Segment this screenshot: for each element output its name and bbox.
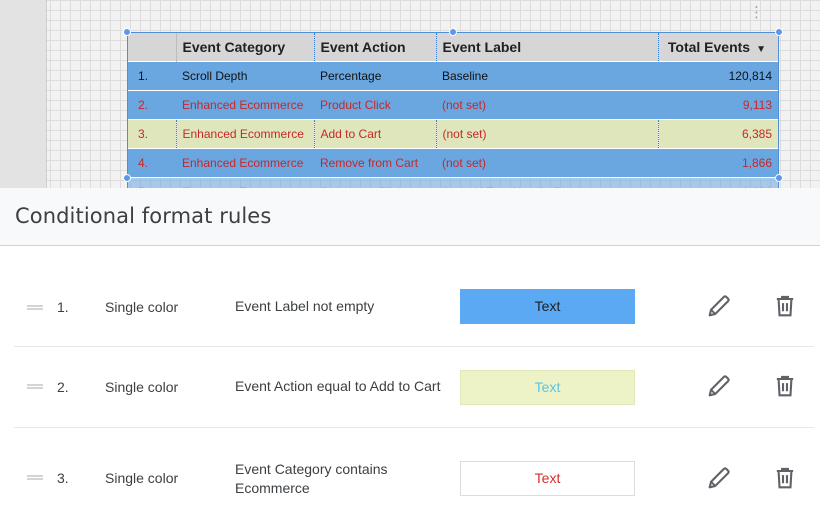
panel-title: Conditional format rules — [15, 204, 272, 228]
header-event-category[interactable]: Event Category — [176, 33, 315, 61]
cell-event-action: Percentage — [314, 60, 436, 90]
header-rownum — [128, 33, 177, 61]
cell-event-label: Baseline — [436, 60, 658, 90]
panel-header: Conditional format rules — [0, 188, 820, 246]
rule-number: 1. — [57, 299, 69, 315]
pencil-icon[interactable] — [705, 292, 733, 320]
table-row[interactable]: 3. Enhanced Ecommerce Add to Cart (not s… — [128, 118, 778, 148]
row-number: 5. — [128, 176, 176, 188]
row-number: 4. — [128, 147, 176, 177]
header-event-action[interactable]: Event Action — [314, 33, 437, 61]
cell-event-action: Remove from Cart — [314, 147, 436, 177]
sort-descending-icon[interactable]: ▼ — [756, 43, 766, 55]
pencil-icon[interactable] — [705, 372, 733, 400]
cell-event-action: Product Click — [314, 89, 436, 119]
resize-handle-top-left[interactable] — [123, 28, 131, 36]
rule-style-preview: Text — [460, 289, 635, 324]
rule-condition: Event Category contains Ecommerce — [235, 461, 388, 496]
resize-handle-top-right[interactable] — [775, 28, 783, 36]
report-canvas: ⋮ Event Category Event Action Event Labe… — [0, 0, 820, 188]
table-header-row: Event Category Event Action Event Label … — [128, 33, 778, 61]
cell-event-action: Add to Cart — [313, 118, 436, 148]
cell-event-label: (not set) — [436, 89, 658, 119]
cell-total-events: 120,814 — [658, 60, 778, 90]
table-row[interactable]: 5. Enhanced Ecommerce Quickview Click An… — [128, 176, 778, 188]
rule-style-preview: Text — [460, 370, 635, 405]
header-event-label[interactable]: Event Label — [436, 33, 659, 61]
cell-total-events: 1,320 — [658, 176, 778, 188]
cell-total-events: 1,866 — [658, 147, 778, 177]
cell-event-action: Quickview Click — [314, 176, 436, 188]
table-row[interactable]: 2. Enhanced Ecommerce Product Click (not… — [128, 89, 778, 119]
row-number: 1. — [128, 60, 176, 90]
resize-handle-top[interactable] — [449, 28, 457, 36]
trash-icon[interactable] — [771, 372, 799, 400]
cell-event-category: Enhanced Ecommerce — [176, 176, 314, 188]
rule-row-2[interactable]: 2. Single color Event Action equal to Ad… — [14, 348, 814, 428]
row-number: 3. — [128, 118, 176, 148]
row-number: 2. — [128, 89, 176, 119]
cell-event-category: Enhanced Ecommerce — [176, 89, 314, 119]
drag-handle-icon[interactable] — [27, 384, 43, 389]
rule-number: 3. — [57, 470, 69, 486]
cell-event-category: Enhanced Ecommerce — [176, 147, 314, 177]
trash-icon[interactable] — [771, 464, 799, 492]
cell-event-label: (not set) — [435, 118, 658, 148]
report-table[interactable]: Event Category Event Action Event Label … — [127, 32, 779, 188]
rule-style-preview: Text — [460, 461, 635, 496]
cell-total-events: 6,385 — [657, 118, 778, 148]
rule-type: Single color — [105, 470, 179, 486]
rule-condition: Event Action equal to Add to Cart — [235, 378, 441, 394]
rule-type: Single color — [105, 299, 179, 315]
resize-handle-bottom-left[interactable] — [123, 174, 131, 182]
rule-row-3[interactable]: 3. Single color Event Category contains … — [14, 429, 814, 509]
drag-handle-icon[interactable] — [27, 305, 43, 310]
trash-icon[interactable] — [771, 292, 799, 320]
rule-number: 2. — [57, 379, 69, 395]
header-total-events-label: Total Events — [667, 38, 751, 55]
more-vertical-icon[interactable]: ⋮ — [749, 4, 764, 21]
canvas-left-gutter — [0, 0, 47, 188]
pencil-icon[interactable] — [705, 464, 733, 492]
cell-event-label: Android Tote Hoodie Black — [436, 176, 658, 188]
cell-event-category: Enhanced Ecommerce — [175, 118, 314, 148]
cell-event-category: Scroll Depth — [176, 60, 314, 90]
conditional-format-panel: Conditional format rules 1. Single color… — [0, 188, 820, 524]
header-total-events[interactable]: Total Events ▼ — [658, 33, 778, 61]
table-row[interactable]: 4. Enhanced Ecommerce Remove from Cart (… — [128, 147, 778, 177]
rule-type: Single color — [105, 379, 179, 395]
table-row[interactable]: 1. Scroll Depth Percentage Baseline 120,… — [128, 60, 778, 90]
rule-condition: Event Label not empty — [235, 298, 375, 314]
resize-handle-bottom-right[interactable] — [775, 174, 783, 182]
cell-event-label: (not set) — [436, 147, 658, 177]
drag-handle-icon[interactable] — [27, 475, 43, 480]
cell-total-events: 9,113 — [658, 89, 778, 119]
rule-row-1[interactable]: 1. Single color Event Label not empty Te… — [14, 267, 814, 347]
